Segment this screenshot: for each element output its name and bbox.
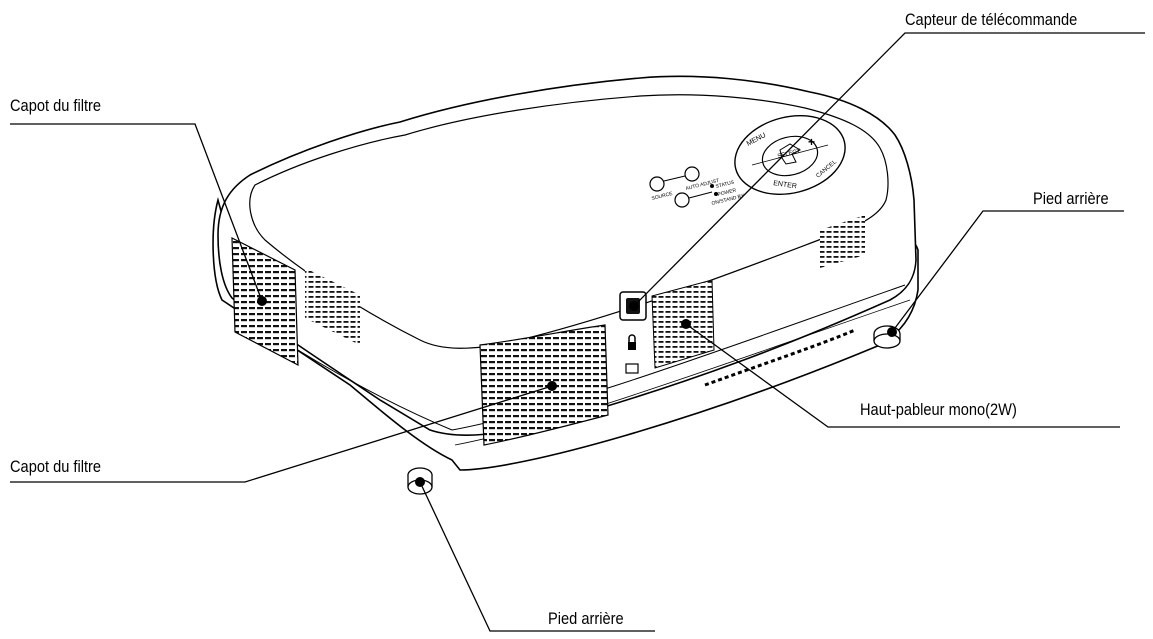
label-rear-foot-bottom: Pied arrière	[548, 609, 624, 628]
select-cross-icon	[779, 143, 802, 165]
label-remote-sensor: Capteur de télécommande	[905, 10, 1078, 29]
svg-text:SELECT: SELECT	[777, 148, 801, 160]
svg-text:+: +	[808, 135, 815, 149]
leader-filter-bottom	[10, 385, 553, 483]
label-rear-foot-right: Pied arrière	[1033, 189, 1109, 208]
leader-speaker	[685, 323, 1120, 428]
svg-text:POWER: POWER	[717, 187, 737, 197]
control-panel: SOURCE AUTO ADJUST STATUS POWER ON/STAND…	[649, 115, 846, 208]
callout-dots	[257, 296, 897, 487]
kensington-slot	[625, 363, 639, 374]
leader-rear-foot-bottom	[419, 481, 655, 632]
leader-rear-foot-right	[891, 210, 1124, 333]
power-button	[674, 192, 690, 208]
source-button	[649, 176, 665, 192]
security-lock-icon	[628, 334, 636, 350]
front-filter-grill	[479, 324, 609, 446]
leader-lines	[10, 32, 1145, 632]
auto-adjust-button	[684, 166, 700, 182]
svg-text:SOURCE: SOURCE	[651, 191, 674, 202]
leader-remote-sensor	[633, 32, 1145, 307]
leader-filter-top	[10, 123, 263, 302]
svg-text:ENTER: ENTER	[773, 180, 797, 190]
svg-text:STATUS: STATUS	[715, 179, 736, 190]
label-filter-cover-top: Capot du filtre	[10, 96, 102, 115]
label-filter-cover-bottom: Capot du filtre	[10, 457, 102, 476]
label-speaker: Haut-pableur mono(2W)	[860, 400, 1017, 419]
